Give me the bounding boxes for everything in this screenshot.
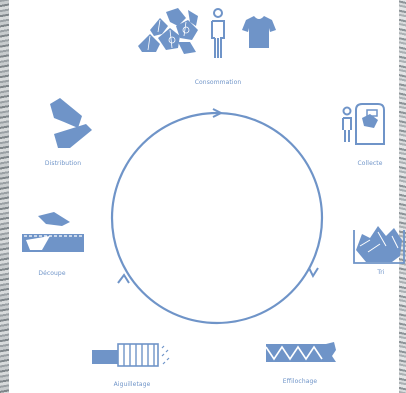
label-consommation: Consommation xyxy=(194,79,242,86)
textile-pieces-details xyxy=(147,19,190,51)
cutting-icon xyxy=(22,212,84,252)
cycle-arrow-top xyxy=(212,108,224,118)
label-collecte: Collecte xyxy=(357,160,383,167)
photo-edge-left xyxy=(0,0,9,393)
label-distribution: Distribution xyxy=(44,160,82,167)
label-tri: Tri xyxy=(377,269,385,276)
label-effilochage: Effilochage xyxy=(282,378,318,385)
needling-machine-icon xyxy=(92,343,170,367)
photo-edge-right xyxy=(399,0,406,393)
distribution-panels-icon xyxy=(50,98,92,148)
tshirt-icon xyxy=(242,16,276,48)
person-icon xyxy=(211,8,225,58)
shredding-machine-icon xyxy=(265,342,336,362)
label-decoupe: Découpe xyxy=(38,270,66,277)
sorting-bin-icon xyxy=(353,226,405,264)
cycle-circle xyxy=(110,111,324,325)
collecte-cloth-piece xyxy=(362,114,378,128)
label-aiguilletage: Aiguilletage xyxy=(113,381,151,388)
cycle-arrow-left xyxy=(117,273,130,284)
cycle-arrow-right xyxy=(308,267,319,279)
